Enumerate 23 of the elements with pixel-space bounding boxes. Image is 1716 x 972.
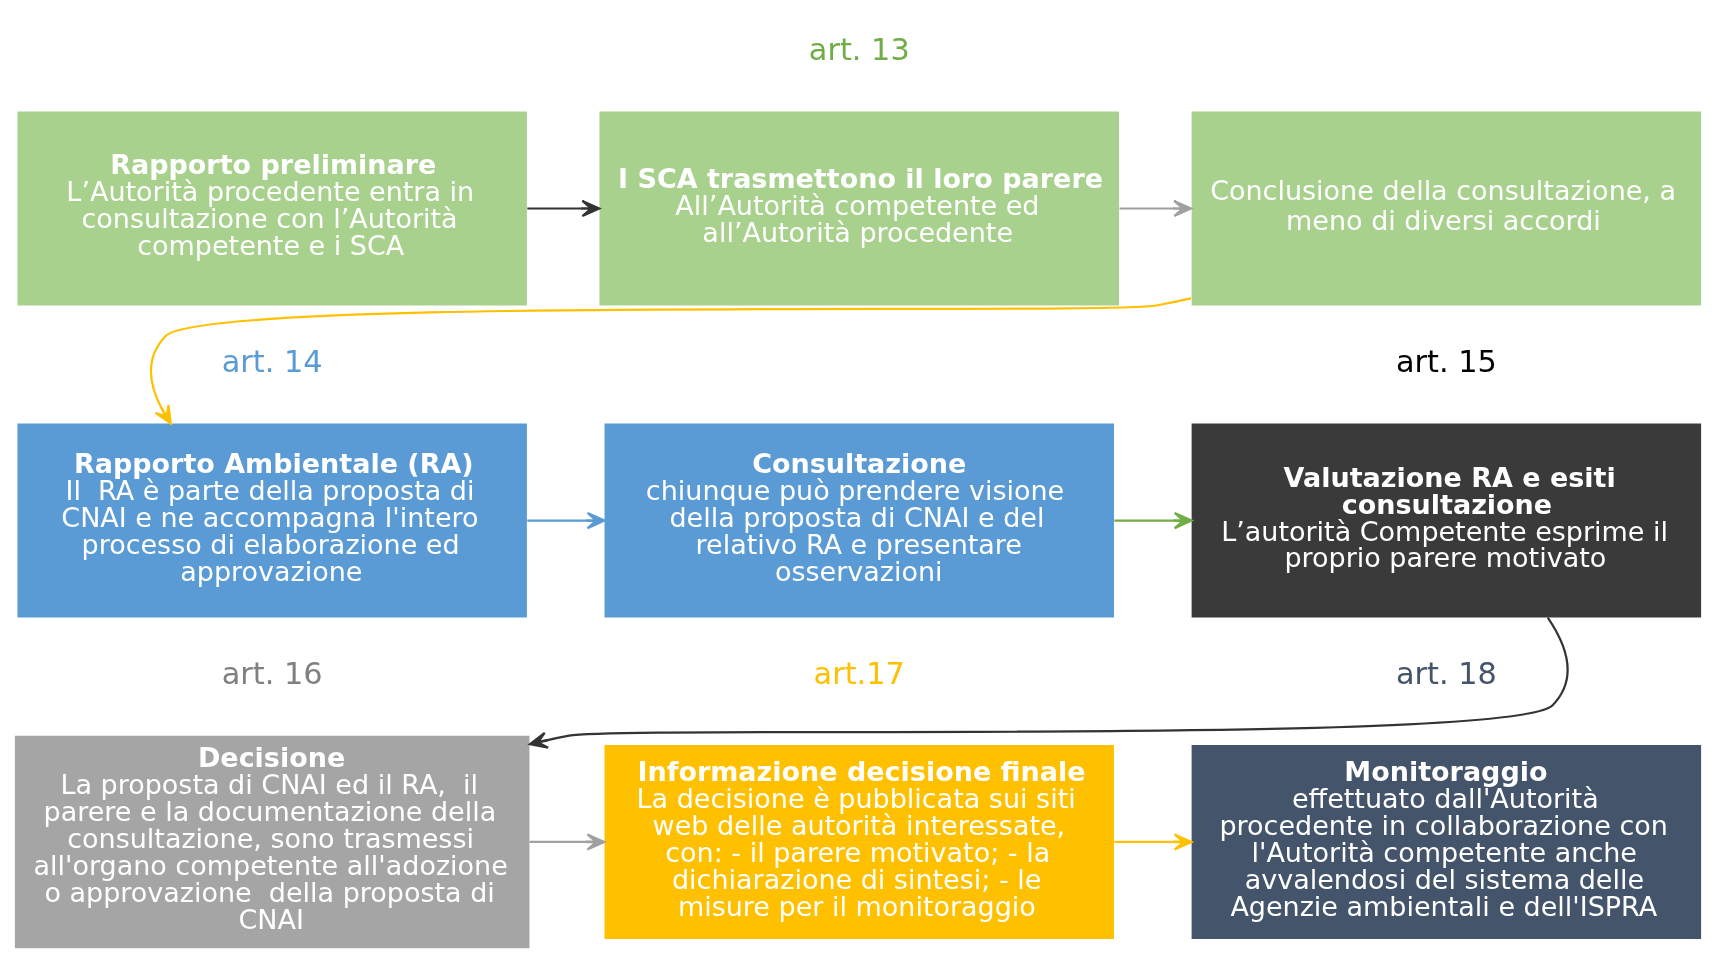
arrow [150, 297, 1192, 425]
node-box: I SCA trasmettono il loro parere All’Autorità competente ed all’Autorità procedente [599, 111, 1120, 306]
arrow [1119, 199, 1193, 218]
label: art. 15 [1395, 343, 1497, 379]
node-box: Valutazione RA e esiti consultazione L’autorità Competente esprime il proprio parere motivato [1191, 423, 1702, 618]
node-box: Informazione decisione finale La decisione è pubblicata sui siti web delle autorità interessate, con: - il parere motivato; - la dichiarazione di sintesi; - le misure per il monitoraggio [604, 744, 1114, 939]
label: art. 14 [221, 343, 323, 379]
label: art. 13 [808, 31, 910, 67]
arrow [527, 511, 606, 530]
label: art. 18 [1395, 656, 1497, 692]
label: art.17 [813, 656, 905, 692]
arrow [528, 617, 1569, 749]
node-box: Rapporto preliminare L’Autorità procedente entra in consultazione con l’Autorità competente e i SCA [17, 111, 527, 306]
node-box: Consultazione chiunque può prendere visione della proposta di CNAI e del relativo RA e presentare osservazioni [604, 423, 1114, 618]
arrow [1114, 833, 1193, 851]
arrow [527, 199, 601, 218]
node-box: Conclusione della consultazione, a meno di diversi accordi [1191, 111, 1702, 306]
node-box: Decisione La proposta di CNAI ed il RA, il parere e la documentazione della consultazione, sono trasmessi all'organo competente all'adozione o approvazione della proposta di CNAI [14, 735, 530, 949]
label: art. 16 [221, 656, 323, 692]
node-box: Rapporto Ambientale (RA) Il RA è parte della proposta di CNAI e ne accompagna l'intero processo di elaborazione ed approvazione [17, 423, 527, 618]
node-box: Monitoraggio effettuato dall'Autorità procedente in collaborazione con l'Autorità competente anche avvalendosi del sistema delle Agenzie ambientali e dell'ISPRA [1191, 744, 1702, 939]
arrow [529, 833, 606, 851]
arrow [1114, 511, 1193, 530]
